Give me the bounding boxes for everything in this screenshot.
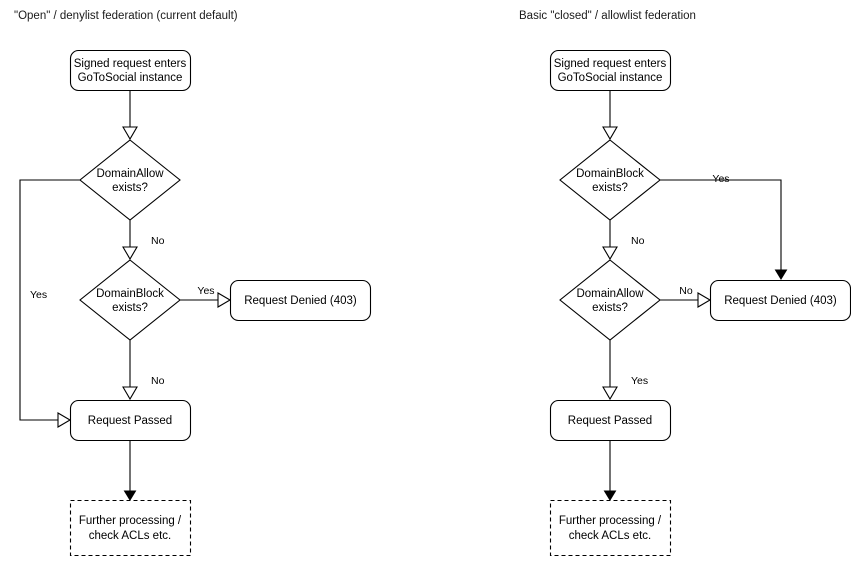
left-further-box bbox=[69, 499, 192, 557]
right-edge-label-allow-no: No bbox=[679, 285, 693, 297]
right-passed-label: Request Passed bbox=[568, 415, 652, 427]
left-start-label-line1: Signed request enters bbox=[74, 58, 187, 70]
left-decision-domainblock: DomainBlock exists? bbox=[79, 259, 181, 341]
left-passed-box bbox=[69, 399, 192, 442]
left-edge-label-block-yes: Yes bbox=[197, 285, 214, 297]
right-start-label-line1: Signed request enters bbox=[554, 58, 667, 70]
right-passed-box bbox=[549, 399, 672, 442]
arrow-filled-icon bbox=[774, 269, 788, 280]
arrow-open-icon bbox=[602, 386, 618, 401]
left-edge-allow-no: No bbox=[122, 220, 165, 261]
left-edge-label-allow-yes: Yes bbox=[30, 289, 47, 301]
left-edge-block-yes: Yes bbox=[180, 285, 232, 308]
right-passed-node: Request Passed bbox=[549, 399, 672, 442]
arrow-open-icon bbox=[217, 292, 232, 308]
arrow-open-icon bbox=[602, 126, 618, 141]
right-decision-domainblock: DomainBlock exists? bbox=[559, 139, 661, 221]
right-edge-allow-no: No bbox=[660, 285, 712, 308]
right-decision-domainallow: DomainAllow exists? bbox=[559, 259, 661, 341]
left-edge-start-to-allow bbox=[122, 90, 138, 141]
right-start-box bbox=[549, 49, 672, 92]
left-domainallow-label-line1: DomainAllow bbox=[96, 168, 164, 180]
left-denied-label: Request Denied (403) bbox=[244, 295, 357, 307]
right-denied-label: Request Denied (403) bbox=[724, 295, 837, 307]
left-start-label-line2: GoToSocial instance bbox=[78, 72, 183, 84]
right-edge-block-no: No bbox=[602, 220, 645, 261]
right-start-label-line2: GoToSocial instance bbox=[558, 72, 663, 84]
arrow-open-icon bbox=[122, 246, 138, 261]
right-domainallow-label-line1: DomainAllow bbox=[576, 288, 644, 300]
right-further-box bbox=[549, 499, 672, 557]
arrow-filled-icon bbox=[123, 490, 137, 501]
left-edge-allow-yes: Yes bbox=[19, 179, 80, 428]
left-column-title: "Open" / denylist federation (current de… bbox=[14, 10, 238, 22]
left-denied-box bbox=[229, 279, 372, 322]
right-start-node: Signed request enters GoToSocial instanc… bbox=[549, 49, 672, 92]
left-domainblock-label-line2: exists? bbox=[112, 302, 148, 314]
left-edge-label-block-no: No bbox=[151, 375, 165, 387]
left-further-label-line2: check ACLs etc. bbox=[89, 530, 171, 542]
left-edge-passed-to-further bbox=[123, 441, 137, 501]
left-passed-node: Request Passed bbox=[69, 399, 192, 442]
left-further-label-line1: Further processing / bbox=[79, 515, 182, 527]
right-further-label-line1: Further processing / bbox=[559, 515, 662, 527]
right-domainblock-label-line2: exists? bbox=[592, 182, 628, 194]
left-further-node: Further processing / check ACLs etc. bbox=[69, 499, 192, 557]
arrow-open-icon bbox=[602, 246, 618, 261]
right-edge-label-block-yes: Yes bbox=[712, 173, 729, 185]
left-start-box bbox=[69, 49, 192, 92]
left-passed-label: Request Passed bbox=[88, 415, 172, 427]
right-edge-passed-to-further bbox=[603, 441, 617, 501]
right-denied-node: Request Denied (403) bbox=[709, 279, 851, 322]
right-edge-start-to-block bbox=[602, 90, 618, 141]
right-further-label-line2: check ACLs etc. bbox=[569, 530, 651, 542]
right-edge-label-allow-yes: Yes bbox=[631, 375, 648, 387]
arrow-open-icon bbox=[57, 412, 72, 428]
arrow-open-icon bbox=[122, 126, 138, 141]
arrow-open-icon bbox=[122, 386, 138, 401]
left-domainblock-label-line1: DomainBlock bbox=[96, 288, 164, 300]
right-domainblock-label-line1: DomainBlock bbox=[576, 168, 644, 180]
left-domainallow-label-line2: exists? bbox=[112, 182, 148, 194]
right-edge-block-yes: Yes bbox=[660, 173, 788, 280]
left-denied-node: Request Denied (403) bbox=[229, 279, 372, 322]
left-edge-label-allow-no: No bbox=[151, 235, 165, 247]
right-edge-label-block-no: No bbox=[631, 235, 645, 247]
right-edge-allow-yes: Yes bbox=[602, 340, 648, 401]
left-decision-domainallow: DomainAllow exists? bbox=[79, 139, 181, 221]
arrow-open-icon bbox=[697, 292, 712, 308]
left-start-node: Signed request enters GoToSocial instanc… bbox=[69, 49, 192, 92]
right-further-node: Further processing / check ACLs etc. bbox=[549, 499, 672, 557]
right-domainallow-label-line2: exists? bbox=[592, 302, 628, 314]
right-column-title: Basic "closed" / allowlist federation bbox=[519, 10, 696, 22]
arrow-filled-icon bbox=[603, 490, 617, 501]
left-edge-block-no: No bbox=[122, 340, 165, 401]
